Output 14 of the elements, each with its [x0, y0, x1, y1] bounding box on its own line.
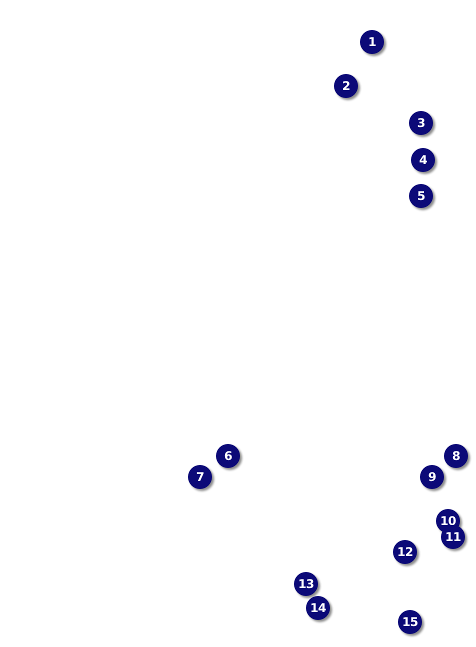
callout-number: 5 — [409, 184, 433, 208]
callout-number: 3 — [409, 111, 433, 135]
callout-number: 15 — [398, 610, 422, 634]
callout-number: 13 — [294, 572, 318, 596]
callout-number: 11 — [441, 525, 465, 549]
callout-number: 7 — [188, 465, 212, 489]
callout-number: 9 — [420, 465, 444, 489]
callout-number: 14 — [306, 596, 330, 620]
callout-number: 12 — [393, 540, 417, 564]
callout-number: 6 — [216, 444, 240, 468]
callout-number: 8 — [444, 444, 468, 468]
callout-number: 1 — [360, 30, 384, 54]
callout-number: 4 — [411, 148, 435, 172]
callout-number: 2 — [334, 74, 358, 98]
